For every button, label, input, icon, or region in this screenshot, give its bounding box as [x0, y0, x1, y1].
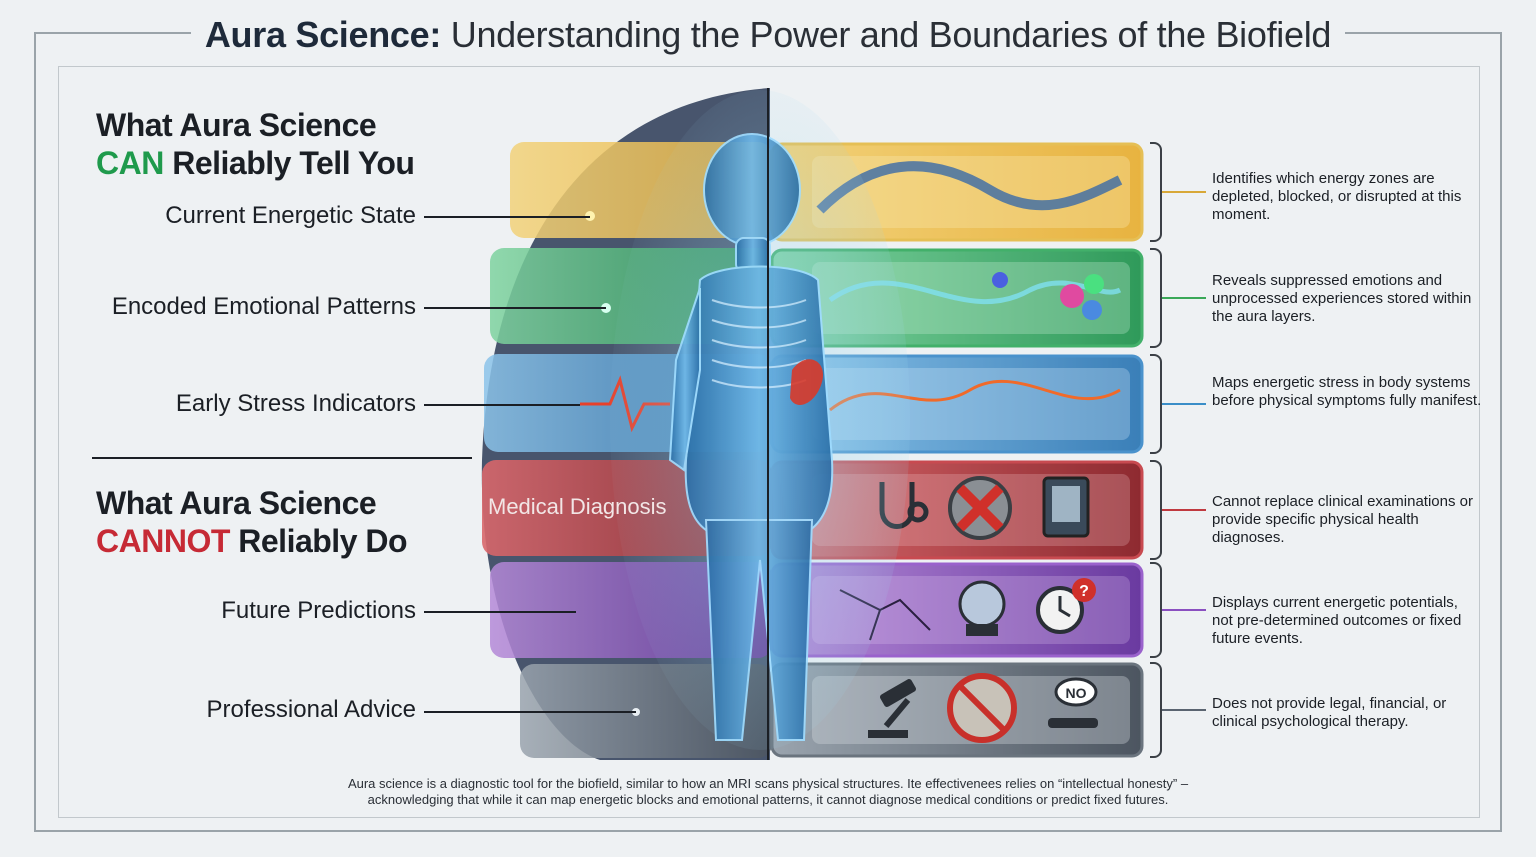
bracket: [1150, 354, 1162, 454]
desc-medical-diagnosis: Cannot replace clinical examinations or …: [1212, 493, 1473, 546]
no-therapy-icon: [1048, 677, 1098, 728]
bracket-line: [1162, 709, 1206, 711]
bracket: [1150, 562, 1162, 658]
label-future-predictions: Future Predictions: [221, 597, 416, 624]
label-encoded-emotional-patterns: Encoded Emotional Patterns: [111, 293, 416, 320]
leader-line: [424, 711, 636, 713]
no-badge: NO: [1066, 685, 1087, 701]
can-heading: What Aura Science CAN Reliably Tell You: [96, 106, 415, 182]
bracket-line: [1162, 609, 1206, 611]
bracket: [1150, 248, 1162, 348]
desc-early-stress-indicators: Maps energetic stress in body systems be…: [1212, 374, 1482, 409]
inner-frame: [58, 66, 1480, 818]
label-professional-advice: Professional Advice: [206, 696, 416, 723]
desc-encoded-emotional-patterns: Reveals suppressed emotions and unproces…: [1212, 272, 1472, 325]
desc-professional-advice: Does not provide legal, financial, or cl…: [1212, 695, 1447, 730]
can-highlight: CAN: [96, 145, 164, 181]
bracket: [1150, 460, 1162, 560]
cannot-highlight: CANNOT: [96, 523, 230, 559]
human-figure: [668, 133, 834, 741]
leader-line: [424, 404, 580, 406]
bracket-line: [1162, 191, 1206, 193]
bracket-line: [1162, 509, 1206, 511]
label-early-stress-indicators: Early Stress Indicators: [175, 390, 416, 417]
crystal-ball-icon: [958, 580, 1006, 636]
leader-line: [424, 611, 576, 613]
cannot-heading-line1: What Aura Science: [96, 485, 377, 521]
title-rest: Understanding the Power and Boundaries o…: [450, 14, 1332, 55]
footer-note: Aura science is a diagnostic tool for th…: [300, 776, 1236, 808]
cannot-heading-line2: Reliably Do: [238, 523, 408, 559]
bracket: [1150, 662, 1162, 758]
label-current-energetic-state: Current Energetic State: [165, 202, 416, 229]
page-title: Aura Science: Understanding the Power an…: [0, 14, 1536, 56]
xray-icon: [1042, 476, 1090, 538]
cannot-heading: What Aura Science CANNOT Reliably Do: [96, 484, 408, 560]
bracket-line: [1162, 297, 1206, 299]
bracket: [1150, 142, 1162, 242]
cross-icon: [948, 476, 1012, 540]
footer-line1: Aura science is a diagnostic tool for th…: [347, 776, 1189, 791]
medical-diagnosis-overlay: Medical Diagnosis: [488, 494, 667, 519]
question-badge: ?: [1079, 583, 1089, 600]
no-money-icon: [947, 673, 1017, 743]
gavel-icon: [868, 679, 916, 738]
can-heading-line2: Reliably Tell You: [172, 145, 415, 181]
leader-line: [424, 216, 590, 218]
bracket-line: [1162, 403, 1206, 405]
footer-line2: acknowledging that while it can map ener…: [367, 792, 1169, 807]
heart-icon: [790, 359, 824, 405]
leader-line: [424, 307, 606, 309]
desc-future-predictions: Displays current energetic potentials, n…: [1212, 594, 1462, 647]
title-bold: Aura Science:: [204, 14, 442, 55]
clock-icon: [1036, 578, 1096, 634]
desc-current-energetic-state: Identifies which energy zones are deplet…: [1212, 170, 1462, 223]
can-heading-line1: What Aura Science: [96, 107, 377, 143]
